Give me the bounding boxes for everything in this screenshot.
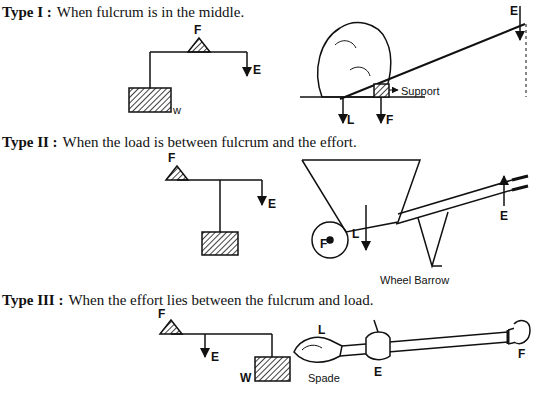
effort-label: E	[500, 208, 508, 224]
type-description: When the load is between fulcrum and the…	[63, 134, 357, 150]
load-label: L	[352, 226, 359, 242]
type-description: When fulcrum is in the middle.	[57, 4, 244, 20]
fulcrum-label: F	[194, 22, 201, 38]
effort-label: E	[374, 364, 382, 380]
load-label: L	[318, 322, 325, 338]
caption-label: Spade	[308, 370, 340, 386]
type-heading: Type I :	[2, 4, 52, 20]
fulcrum-label: F	[386, 112, 393, 128]
fulcrum-label: F	[158, 306, 165, 322]
type-heading: Type III :	[2, 292, 63, 308]
type-description: When the effort lies between the fulcrum…	[68, 292, 373, 308]
weight-label: W	[240, 370, 251, 386]
effort-label: E	[253, 62, 261, 78]
load-label: L	[347, 112, 354, 128]
fulcrum-label: F	[320, 236, 327, 252]
fulcrum-label: F	[168, 150, 175, 166]
effort-label: E	[510, 3, 518, 19]
weight-label: w	[173, 102, 181, 118]
support-label: Support	[401, 83, 440, 99]
caption-label: Wheel Barrow	[380, 272, 449, 288]
fulcrum-label: F	[518, 346, 525, 362]
effort-label: E	[211, 349, 219, 365]
effort-label: E	[268, 196, 276, 212]
type-heading: Type II :	[2, 134, 58, 150]
